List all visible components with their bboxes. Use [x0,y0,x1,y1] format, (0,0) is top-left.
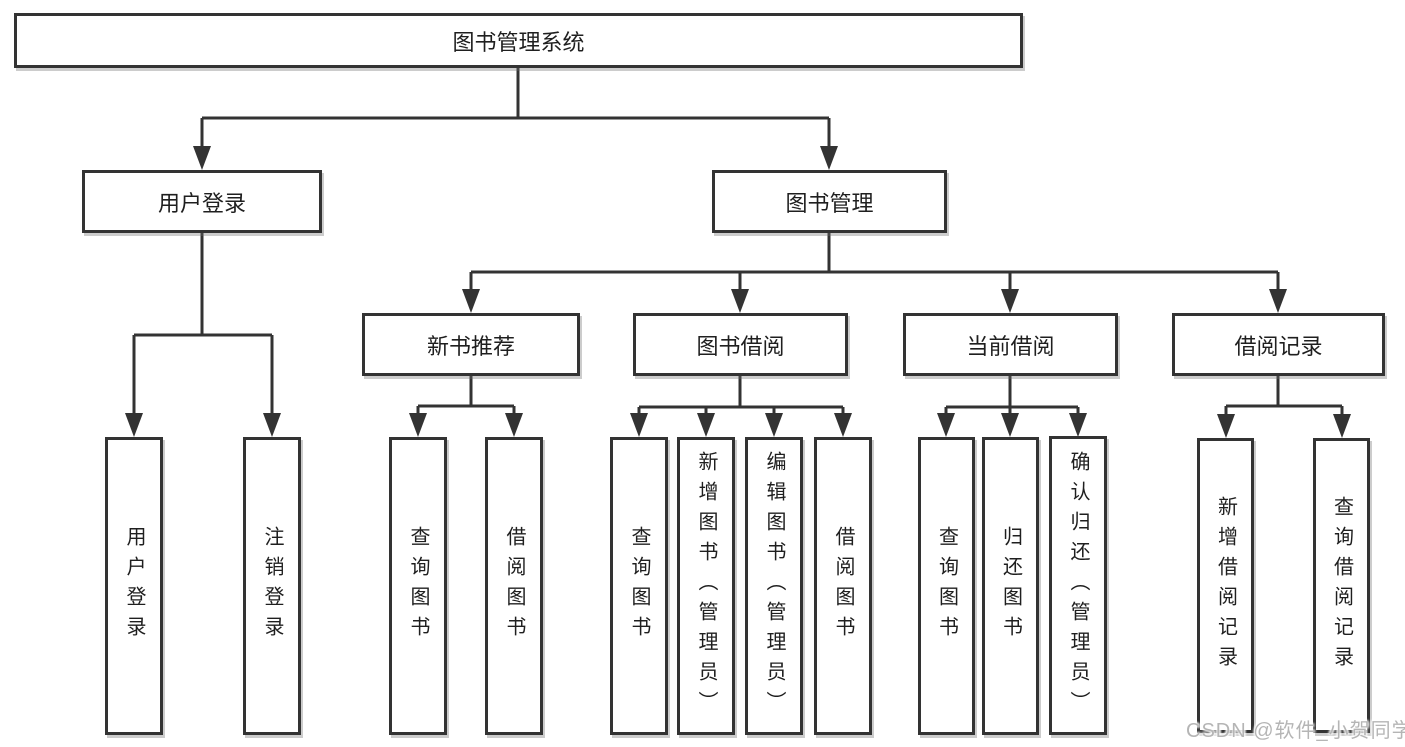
node-leaf-query-books-3: 查询图书 [918,437,975,735]
node-leaf-logout: 注销登录 [243,437,301,735]
node-book-borrow: 图书借阅 [633,313,848,376]
node-leaf-add-borrow-record: 新增借阅记录 [1197,438,1254,733]
node-leaf-return-books-label: 归还图书 [999,526,1022,646]
node-leaf-return-books: 归还图书 [982,437,1039,735]
node-leaf-edit-book-admin-label: 编辑图书（管理员） [763,451,785,721]
csdn-watermark: CSDN @软件_小贺同学 [1186,720,1405,742]
node-leaf-add-borrow-record-label: 新增借阅记录 [1214,495,1237,676]
node-leaf-query-borrow-record-label: 查询借阅记录 [1330,495,1353,676]
node-book-management: 图书管理 [712,170,947,233]
node-new-book-recommend-label: 新书推荐 [426,333,515,359]
node-borrow-records-label: 借阅记录 [1234,333,1323,359]
node-leaf-user-login-label: 用户登录 [123,526,145,646]
node-current-borrow: 当前借阅 [903,313,1118,376]
node-leaf-borrow-books-1: 借阅图书 [485,437,543,735]
node-leaf-add-book-admin-label: 新增图书（管理员） [695,451,717,721]
node-leaf-query-books-1-label: 查询图书 [407,526,429,646]
node-user-login-label: 用户登录 [157,190,246,216]
arrowheads [125,146,1351,438]
node-current-borrow-label: 当前借阅 [966,333,1055,359]
node-leaf-confirm-return-admin: 确认归还（管理员） [1049,436,1107,735]
node-leaf-confirm-return-admin-label: 确认归还（管理员） [1067,450,1089,721]
node-leaf-add-book-admin: 新增图书（管理员） [677,437,735,735]
node-leaf-borrow-books-2-label: 借阅图书 [832,526,854,646]
node-borrow-records: 借阅记录 [1172,313,1385,376]
node-leaf-user-login: 用户登录 [105,437,163,735]
node-book-management-label: 图书管理 [785,190,874,216]
node-leaf-query-books-2: 查询图书 [610,437,668,735]
node-leaf-query-books-3-label: 查询图书 [935,526,958,646]
node-book-borrow-label: 图书借阅 [696,333,785,359]
node-leaf-query-borrow-record: 查询借阅记录 [1313,438,1370,733]
node-user-login: 用户登录 [82,170,322,233]
node-leaf-query-books-1: 查询图书 [389,437,447,735]
node-leaf-query-books-2-label: 查询图书 [628,526,650,646]
node-root-label: 图书管理系统 [452,29,585,55]
node-leaf-logout-label: 注销登录 [261,526,283,646]
node-leaf-edit-book-admin: 编辑图书（管理员） [745,437,803,735]
node-leaf-borrow-books-1-label: 借阅图书 [503,526,525,646]
node-leaf-borrow-books-2: 借阅图书 [814,437,872,735]
node-root: 图书管理系统 [14,13,1023,68]
node-new-book-recommend: 新书推荐 [362,313,580,376]
